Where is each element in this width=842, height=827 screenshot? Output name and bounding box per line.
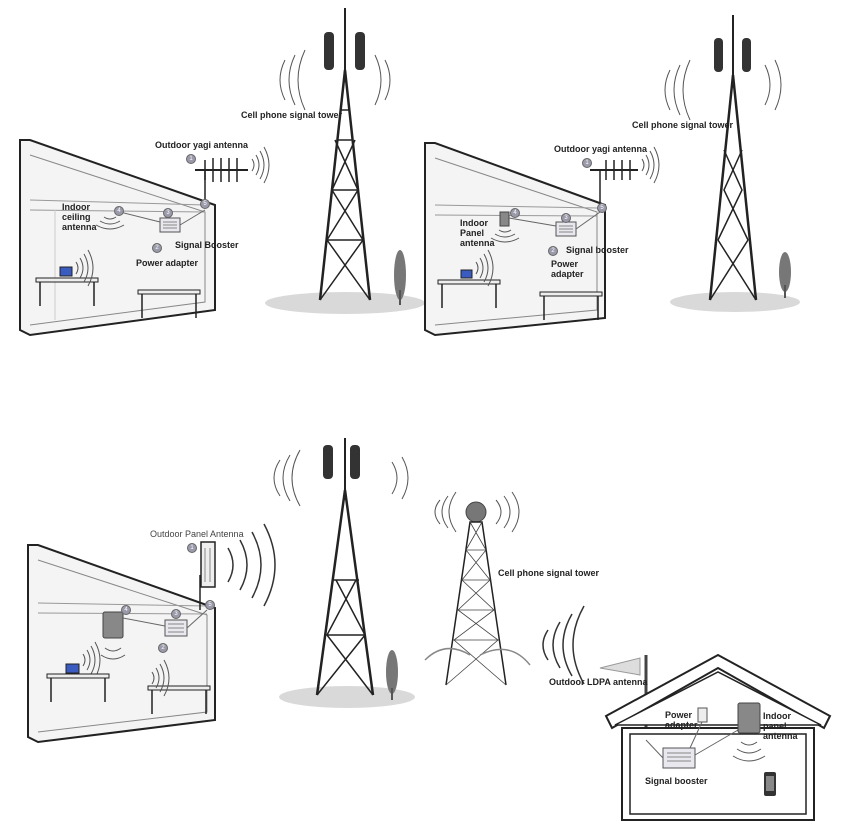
scene1-tower bbox=[265, 8, 425, 314]
scene1-adapter-label: Power adapter bbox=[136, 258, 199, 268]
step-marker: 2 bbox=[158, 643, 168, 653]
step-marker: 5 bbox=[205, 600, 215, 610]
scene3-tower bbox=[273, 438, 415, 708]
scene4-adapter-label: Power adapter bbox=[665, 710, 698, 730]
scene1-booster bbox=[35, 209, 206, 319]
scene4-tower-label: Cell phone signal tower bbox=[498, 568, 600, 578]
scene2-yagi-antenna bbox=[590, 146, 660, 208]
scene3-house bbox=[27, 544, 216, 744]
step-marker: 1 bbox=[186, 154, 196, 164]
scene3-panel-antenna bbox=[199, 523, 276, 610]
scene2-adapter-label: Power adapter bbox=[551, 259, 584, 279]
step-marker: 2 bbox=[152, 243, 162, 253]
scene2-tower-label: Cell phone signal tower bbox=[632, 120, 734, 130]
scene2-booster-label: Signal booster bbox=[566, 245, 629, 255]
step-marker: 5 bbox=[597, 203, 607, 213]
step-marker: 1 bbox=[187, 543, 197, 553]
scene2-indoor-antenna-label: Indoor Panel antenna bbox=[460, 218, 495, 248]
step-marker: 3 bbox=[163, 208, 173, 218]
scene4-house bbox=[604, 653, 832, 821]
scene1-house bbox=[19, 139, 216, 337]
scene3-outdoor-antenna-label: Outdoor Panel Antenna bbox=[150, 529, 244, 539]
step-marker: 4 bbox=[510, 208, 520, 218]
scene4-lattice-tower bbox=[424, 491, 531, 686]
scene2-outdoor-antenna-label: Outdoor yagi antenna bbox=[554, 144, 648, 154]
scene4-outdoor-antenna-label: Outdoor LDPA antenna bbox=[549, 677, 648, 687]
step-marker: 2 bbox=[548, 246, 558, 256]
scene2-tower bbox=[664, 15, 800, 312]
step-marker: 3 bbox=[171, 609, 181, 619]
scene2-indoor bbox=[437, 211, 603, 321]
step-marker: 4 bbox=[114, 206, 124, 216]
scene1-tower-label: Cell phone signal tower bbox=[241, 110, 343, 120]
step-marker: 4 bbox=[121, 605, 131, 615]
scene1-yagi-antenna bbox=[195, 146, 270, 205]
step-marker: 5 bbox=[200, 199, 210, 209]
scene1-outdoor-antenna-label: Outdoor yagi antenna bbox=[155, 140, 249, 150]
step-marker: 3 bbox=[561, 213, 571, 223]
scene4-booster-label: Signal booster bbox=[645, 776, 708, 786]
scene3-indoor bbox=[46, 609, 211, 715]
scene1-booster-label: Signal Booster bbox=[175, 240, 239, 250]
scene2-house bbox=[424, 142, 606, 337]
step-marker: 1 bbox=[582, 158, 592, 168]
scene4-indoor-antenna-label: Indoor panel antenna bbox=[763, 711, 798, 741]
scene1-indoor-antenna-label: Indoor ceiling antenna bbox=[62, 202, 97, 232]
